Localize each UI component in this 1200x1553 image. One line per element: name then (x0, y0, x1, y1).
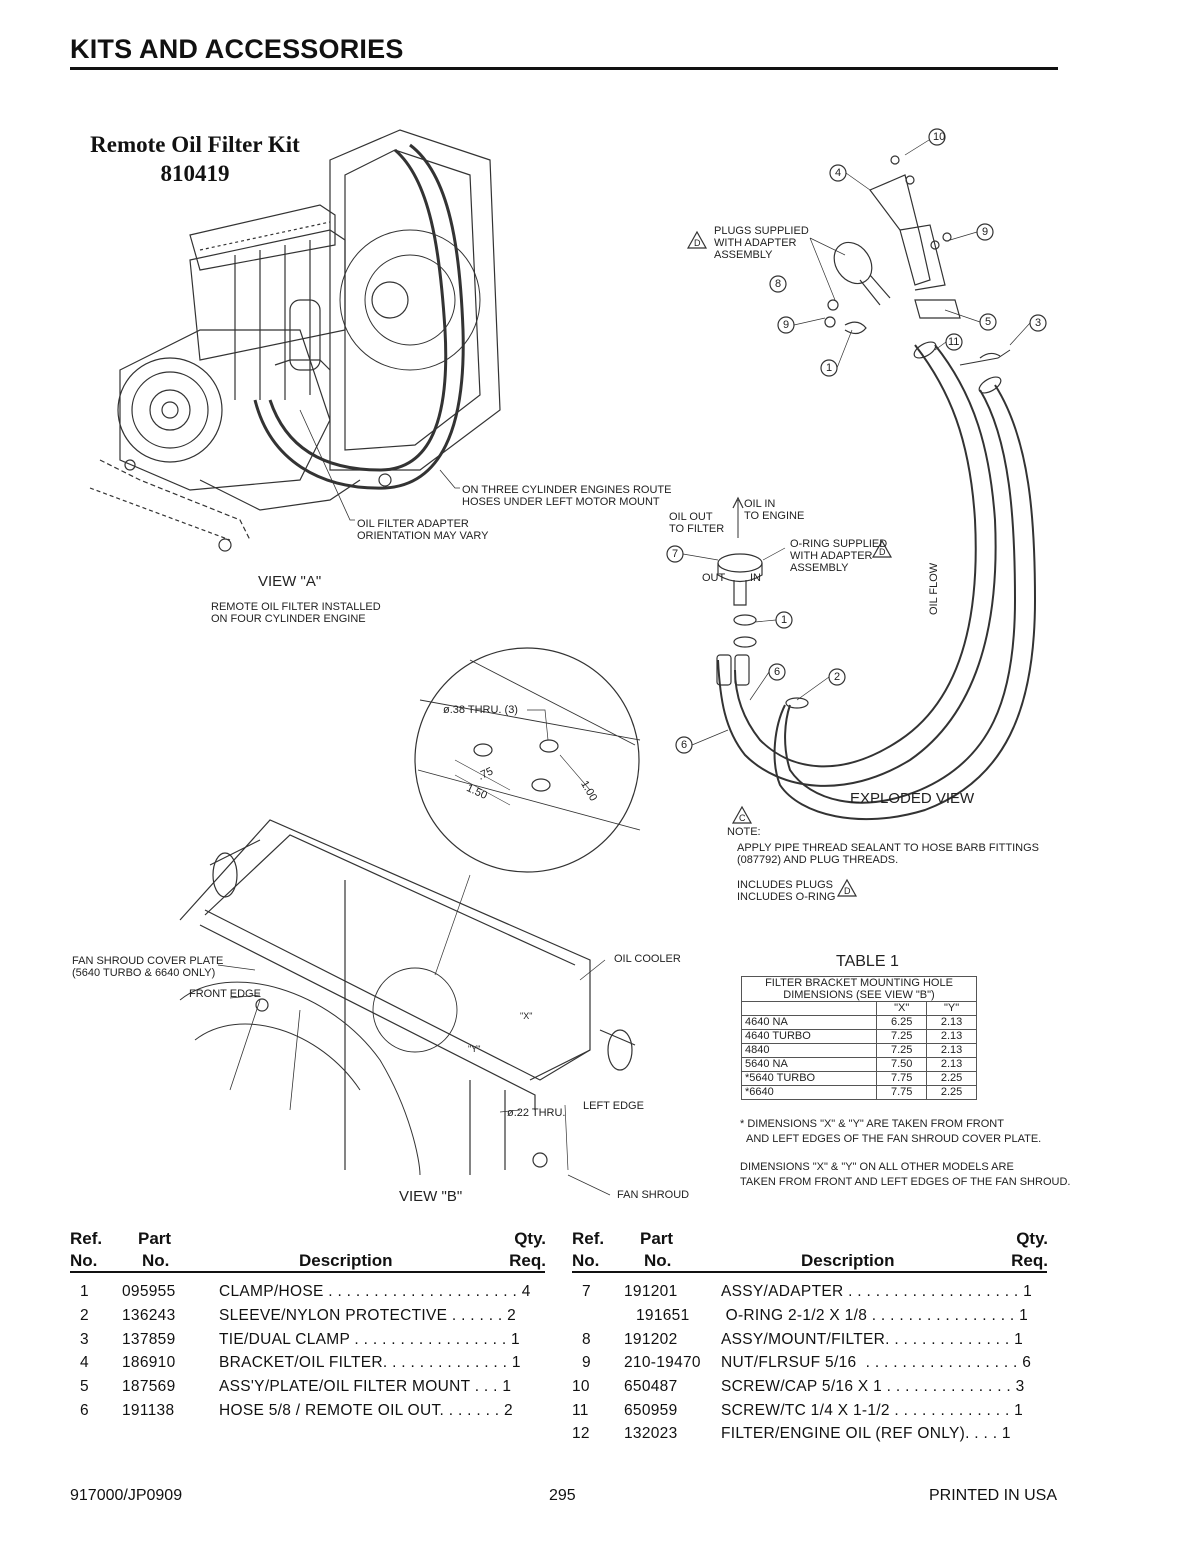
hole-note: ø.38 THRU. (3) (443, 704, 518, 716)
view-b-detail-drawing (414, 647, 641, 976)
callout-6b: 6 (681, 739, 688, 751)
description-header: Description (801, 1251, 895, 1270)
dim-y-label: "Y" (468, 1044, 481, 1054)
flag-d-oring: D (879, 547, 886, 557)
qty-header: Qty.Req. (1011, 1229, 1048, 1270)
oil-cooler-label: OIL COOLER (614, 953, 681, 965)
ref-header: Ref.No. (572, 1229, 605, 1270)
qty-header: Qty.Req. (509, 1229, 546, 1270)
callout-11: 11 (948, 336, 960, 348)
in-label: IN (750, 572, 761, 584)
printed-in-usa: PRINTED IN USA (928, 1487, 1057, 1504)
callout-4: 4 (835, 167, 842, 179)
page-number: 295 (549, 1487, 576, 1504)
out-label: OUT (702, 572, 726, 584)
callout-8: 8 (775, 278, 782, 290)
view-b-shroud-drawing (179, 819, 636, 1196)
table1-col-y: "Y" (926, 1001, 977, 1016)
description-header: Description (299, 1251, 393, 1270)
callout-1a: 1 (826, 362, 833, 374)
flag-d-includes: D (844, 886, 851, 896)
callout-2: 2 (834, 671, 841, 683)
front-edge-label: FRONT EDGE (189, 988, 261, 1000)
view-a-label: VIEW "A" (258, 573, 322, 590)
doc-number: 917000/JP0909 (70, 1487, 183, 1504)
exploded-view-label: EXPLODED VIEW (850, 790, 975, 807)
kit-title: Remote Oil Filter Kit 810419 (70, 130, 320, 188)
oil-flow-label: OIL FLOW (928, 562, 940, 615)
callout-9b: 9 (783, 319, 790, 331)
table1-col-x: "X" (876, 1001, 928, 1016)
left-edge-label: LEFT EDGE (583, 1100, 644, 1112)
title-rule (70, 67, 1058, 70)
fan-shroud-label: FAN SHROUD (617, 1189, 690, 1201)
dim-x-label: "X" (520, 1011, 533, 1021)
callout-1b: 1 (781, 614, 788, 626)
table1-footnote-2: DIMENSIONS "X" & "Y" ON ALL OTHER MODELS… (740, 1161, 1071, 1188)
callout-10: 10 (933, 131, 946, 143)
table1-footnote-1: * DIMENSIONS "X" & "Y" ARE TAKEN FROM FR… (740, 1118, 1042, 1145)
callout-6a: 6 (774, 666, 781, 678)
kit-title-name: Remote Oil Filter Kit (90, 132, 300, 157)
table1-title: TABLE 1 (836, 953, 899, 970)
view-b-label: VIEW "B" (399, 1188, 463, 1205)
exploded-view-drawing (666, 128, 1047, 897)
note-text: APPLY PIPE THREAD SEALANT TO HOSE BARB F… (737, 842, 1039, 866)
kit-number: 810419 (160, 161, 230, 186)
ref-header: Ref.No. (70, 1229, 103, 1270)
flag-c-note: C (739, 813, 746, 823)
page-title: KITS AND ACCESSORIES (70, 34, 404, 64)
note-label: NOTE: (727, 826, 761, 838)
table-row: 191651 O-RING 2-1/2 X 1/8 . . . . . . . … (636, 1307, 1029, 1324)
callout-7: 7 (672, 548, 679, 560)
callout-5: 5 (985, 316, 992, 328)
flag-d-plugs: D (694, 238, 701, 248)
fan-shroud-plate-label: FAN SHROUD COVER PLATE(5640 TURBO & 6640… (72, 955, 224, 979)
callout-9a: 9 (982, 226, 989, 238)
callout-3: 3 (1035, 317, 1042, 329)
engine-drawing (89, 129, 501, 552)
hole-22-label: ø.22 THRU. (507, 1107, 566, 1119)
